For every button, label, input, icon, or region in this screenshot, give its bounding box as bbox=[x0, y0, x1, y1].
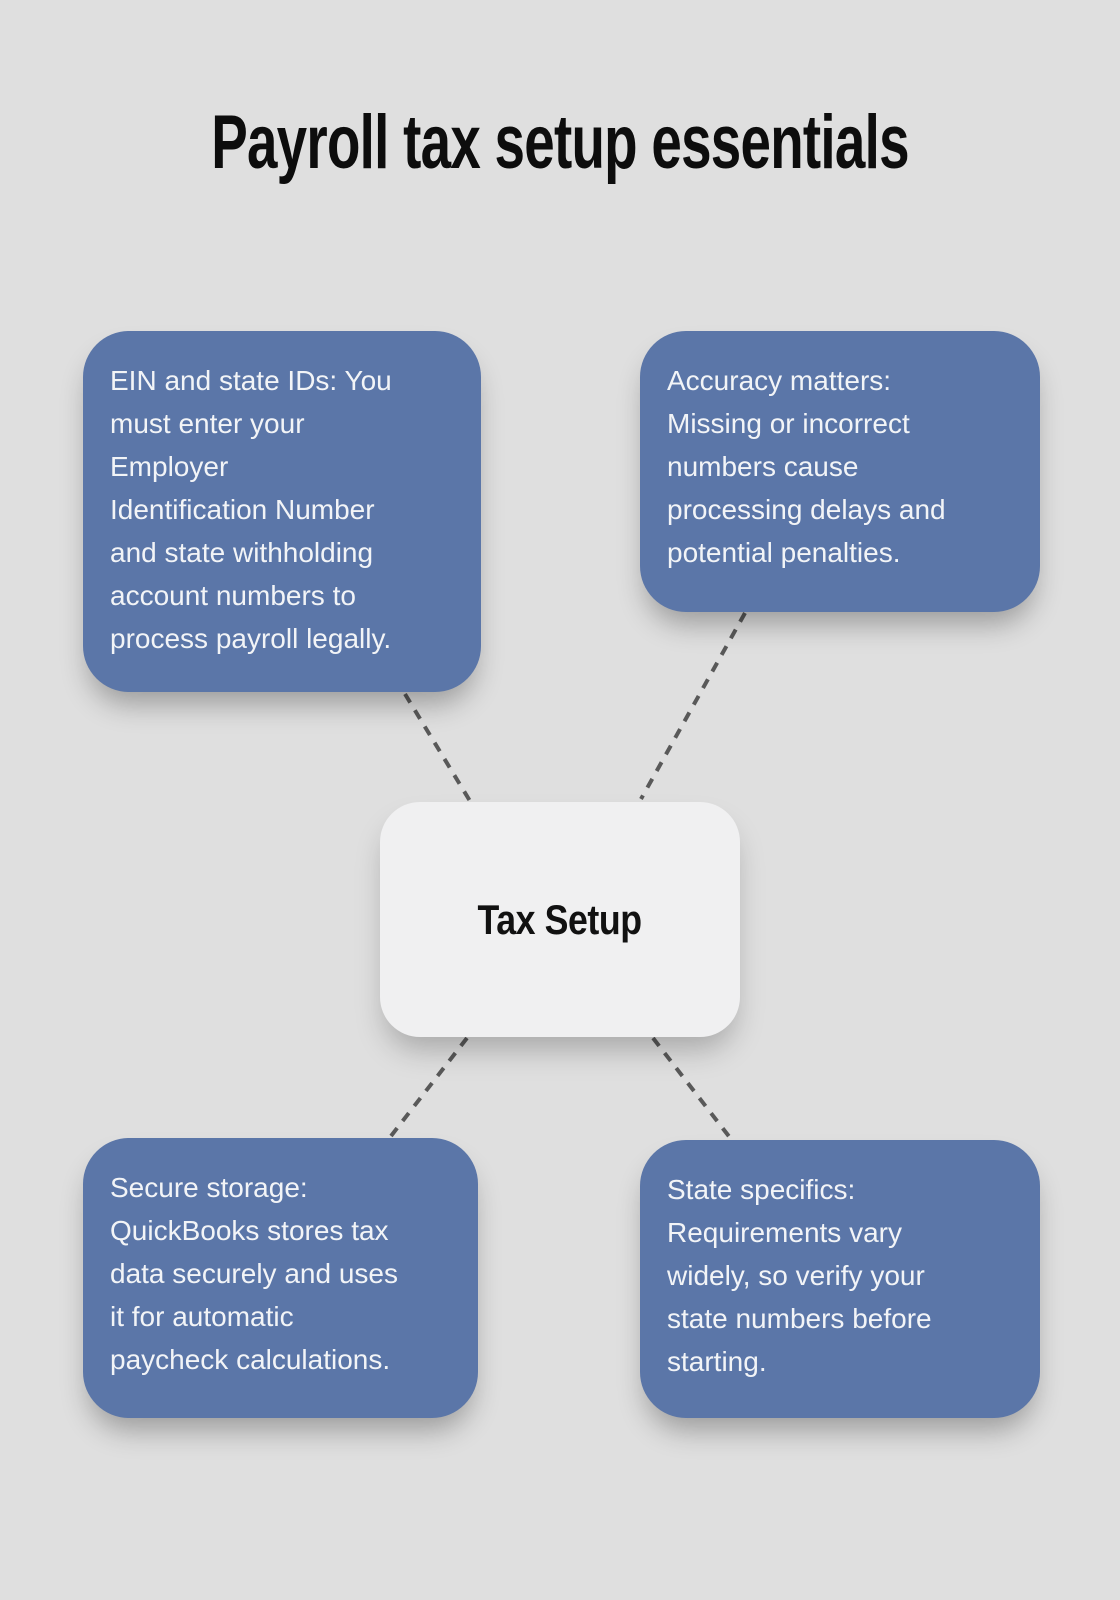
connector-bottom-left bbox=[389, 1036, 469, 1138]
connector-top-left bbox=[403, 692, 472, 803]
node-ein-state-ids: EIN and state IDs: You must enter your E… bbox=[83, 331, 481, 692]
center-node-label: Tax Setup bbox=[477, 895, 643, 943]
node-ein-state-ids-text: EIN and state IDs: You must enter your E… bbox=[110, 365, 392, 654]
node-state-specifics-text: State specifics: Requirements vary widel… bbox=[667, 1174, 932, 1377]
center-node-tax-setup: Tax Setup bbox=[380, 802, 740, 1037]
connector-top-right bbox=[639, 612, 747, 800]
node-accuracy-text: Accuracy matters: Missing or incorrect n… bbox=[667, 365, 946, 568]
node-accuracy: Accuracy matters: Missing or incorrect n… bbox=[640, 331, 1040, 612]
connector-bottom-right bbox=[651, 1036, 733, 1141]
page-title: Payroll tax setup essentials bbox=[211, 100, 909, 185]
node-secure-storage-text: Secure storage: QuickBooks stores tax da… bbox=[110, 1172, 398, 1375]
node-secure-storage: Secure storage: QuickBooks stores tax da… bbox=[83, 1138, 478, 1418]
node-state-specifics: State specifics: Requirements vary widel… bbox=[640, 1140, 1040, 1418]
